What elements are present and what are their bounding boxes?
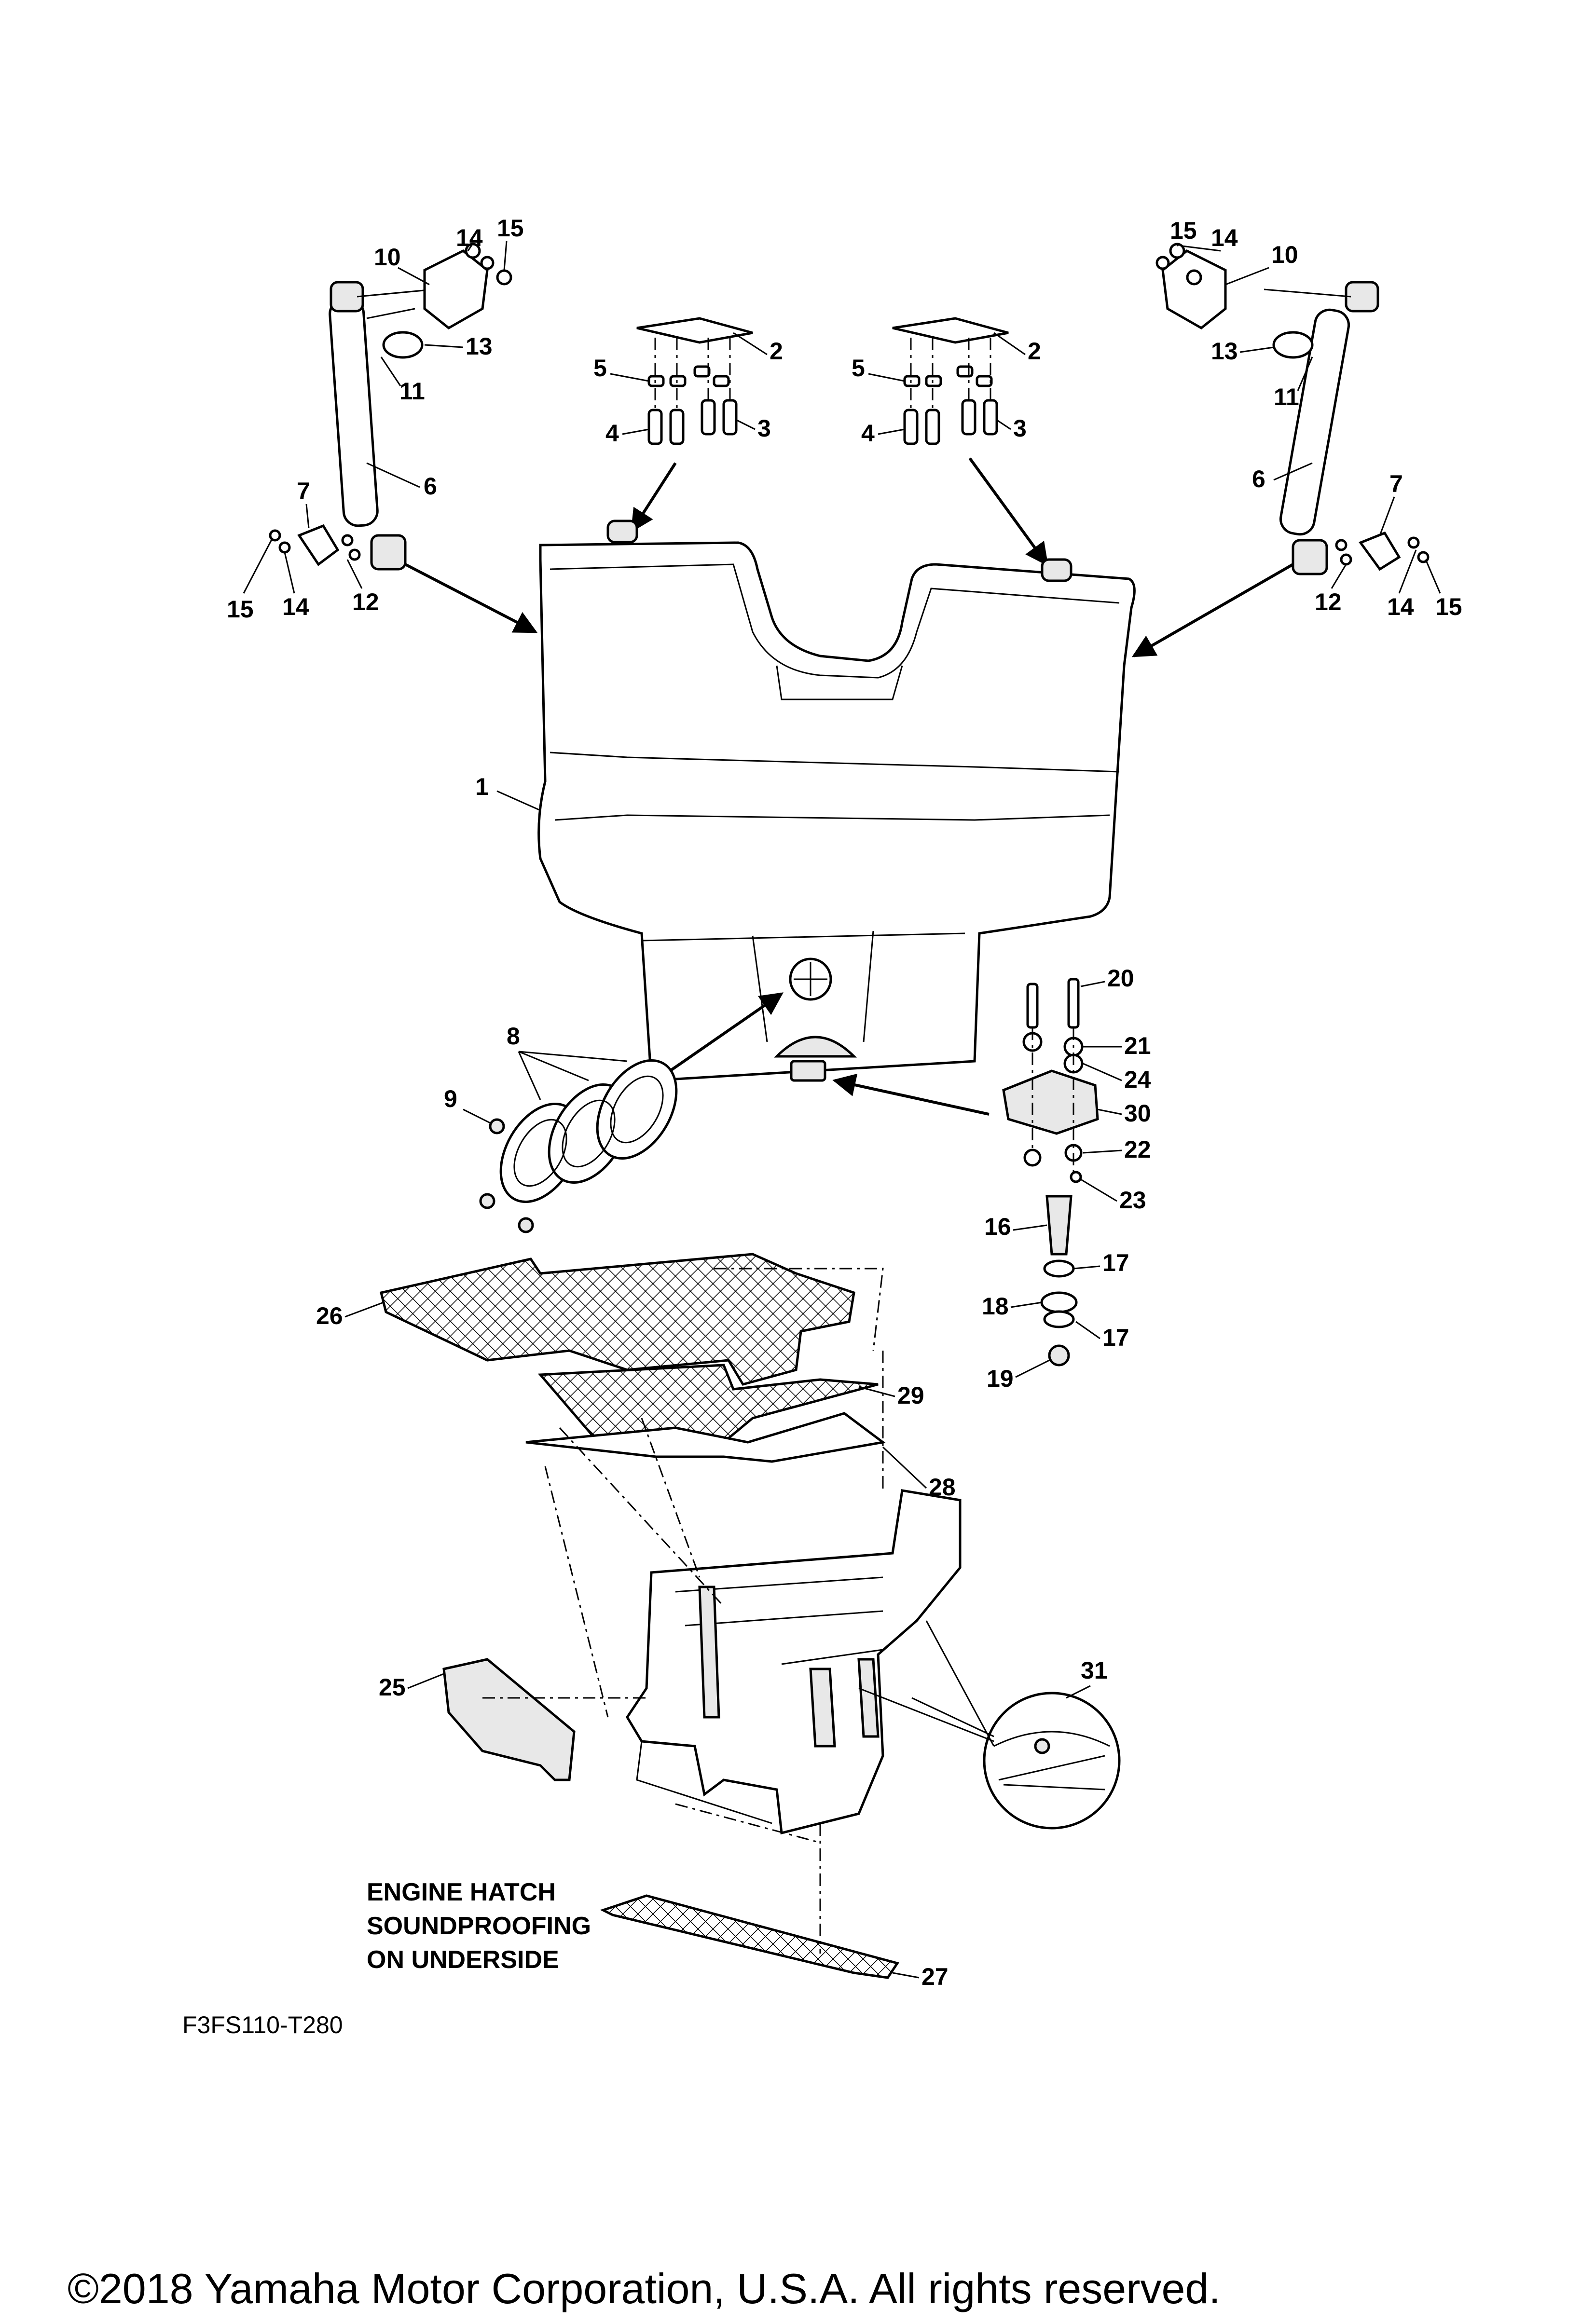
soundproofing-panels xyxy=(379,1253,900,1979)
latch-bracket-stack xyxy=(1002,978,1099,1367)
label-part-21: 21 xyxy=(1124,1032,1151,1059)
left-gas-strut-assembly xyxy=(269,243,538,633)
part-number-labels: 1 2 2 3 3 4 4 5 5 6 6 7 7 8 9 10 10 11 xyxy=(227,215,1462,1990)
label-part-3-right: 3 xyxy=(1013,415,1027,442)
right-gas-strut-assembly xyxy=(1131,243,1430,657)
label-part-6-left: 6 xyxy=(424,473,437,500)
label-part-15-right-top: 15 xyxy=(1170,217,1197,244)
label-part-14-left-bottom: 14 xyxy=(282,593,309,620)
label-part-13-right: 13 xyxy=(1211,338,1238,365)
fastener-detail-callout xyxy=(858,1620,1121,1830)
label-part-25: 25 xyxy=(379,1674,406,1701)
left-hinge-assembly xyxy=(631,317,753,533)
note-line-3: ON UNDERSIDE xyxy=(367,1946,559,1974)
note-line-2: SOUNDPROOFING xyxy=(367,1912,591,1940)
label-part-27: 27 xyxy=(921,1963,949,1990)
label-part-19: 19 xyxy=(987,1365,1014,1392)
label-part-17-top: 17 xyxy=(1102,1249,1129,1276)
engine-hatch xyxy=(537,519,1136,1116)
label-part-12-left: 12 xyxy=(352,588,379,615)
label-part-3-left: 3 xyxy=(757,415,771,442)
label-part-15-left-bottom: 15 xyxy=(227,596,254,623)
note-line-1: ENGINE HATCH xyxy=(367,1878,556,1906)
label-part-5-left: 5 xyxy=(593,355,607,382)
label-part-2-right: 2 xyxy=(1028,338,1041,365)
label-part-29: 29 xyxy=(897,1382,924,1409)
label-part-28: 28 xyxy=(929,1474,956,1501)
label-part-20: 20 xyxy=(1107,965,1134,992)
label-part-7-left: 7 xyxy=(297,478,310,505)
label-part-22: 22 xyxy=(1124,1136,1151,1163)
label-part-11-right: 11 xyxy=(1274,383,1299,410)
label-part-17-bottom: 17 xyxy=(1102,1324,1129,1351)
label-part-2-left: 2 xyxy=(770,338,783,365)
label-part-14-left-top: 14 xyxy=(456,224,483,251)
label-part-24: 24 xyxy=(1124,1066,1151,1093)
label-part-15-left-top: 15 xyxy=(497,215,524,242)
label-part-12-right: 12 xyxy=(1315,588,1342,615)
right-hinge-assembly xyxy=(892,317,1048,566)
label-part-18: 18 xyxy=(982,1293,1009,1320)
hatch-liner-tub xyxy=(482,1418,962,1954)
label-part-8: 8 xyxy=(507,1023,520,1050)
label-part-5-right: 5 xyxy=(852,355,865,382)
label-part-1: 1 xyxy=(475,773,489,800)
vent-rings xyxy=(479,1059,678,1233)
label-part-15-right-bottom: 15 xyxy=(1435,593,1462,620)
label-part-10-right: 10 xyxy=(1271,241,1298,268)
figure-code: F3FS110-T280 xyxy=(182,2011,343,2038)
label-part-11-left: 11 xyxy=(399,378,425,405)
label-part-7-right: 7 xyxy=(1389,470,1403,497)
label-part-9: 9 xyxy=(444,1085,457,1112)
label-part-14-right-bottom: 14 xyxy=(1387,593,1414,620)
label-part-4-left: 4 xyxy=(605,420,619,447)
label-part-23: 23 xyxy=(1119,1187,1146,1214)
label-part-4-right: 4 xyxy=(861,420,875,447)
label-part-13-left: 13 xyxy=(466,333,493,360)
label-part-14-right-top: 14 xyxy=(1211,224,1238,251)
label-part-26: 26 xyxy=(316,1302,343,1329)
label-part-30: 30 xyxy=(1124,1100,1151,1127)
label-part-6-right: 6 xyxy=(1252,465,1265,492)
label-part-16: 16 xyxy=(984,1213,1011,1240)
label-part-10-left: 10 xyxy=(374,244,401,271)
label-part-31: 31 xyxy=(1081,1657,1108,1684)
copyright-notice: ©2018 Yamaha Motor Corporation, U.S.A. A… xyxy=(68,2265,1221,2312)
